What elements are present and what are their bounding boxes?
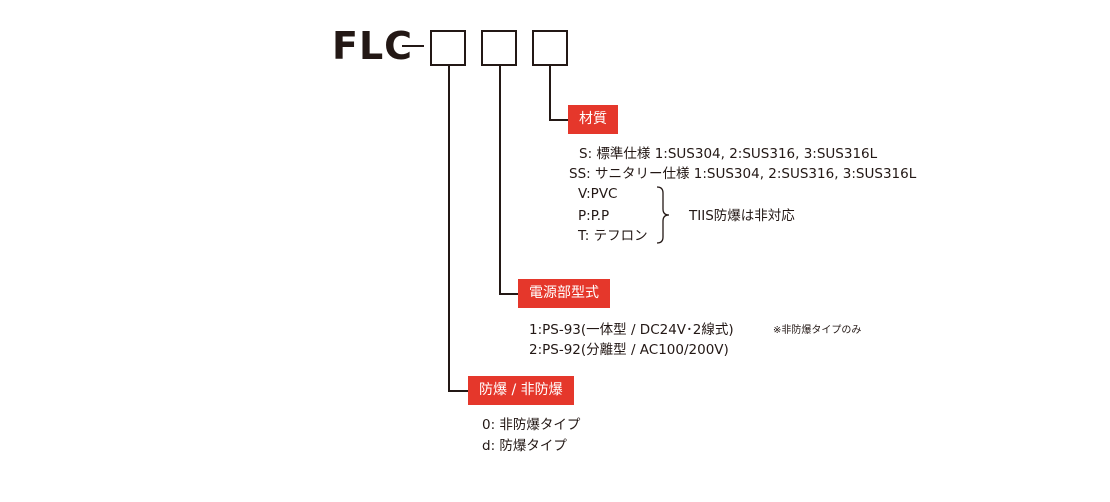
material-badge: 材質 [568,105,618,134]
connector-stub-3 [549,119,568,121]
brace-icon [656,186,670,244]
connector-stub-1 [448,390,468,392]
code-box-3 [532,30,568,66]
material-option-ss: SS: サニタリー仕様 1:SUS304, 2:SUS316, 3:SUS316… [569,166,917,182]
explosion-badge: 防爆 / 非防爆 [468,376,574,405]
power-badge: 電源部型式 [518,279,610,308]
power-option-1: 1:PS-93(一体型 / DC24V･2線式) [529,322,734,338]
connector-line-2 [499,66,501,293]
model-dash [402,45,424,47]
material-option-t: T: テフロン [578,228,648,244]
explosion-option-0: 0: 非防爆タイプ [482,417,581,433]
connector-line-3 [549,66,551,119]
power-note: ※非防爆タイプのみ [773,325,862,336]
material-option-v: V:PVC [578,186,618,202]
explosion-option-d: d: 防爆タイプ [482,438,567,454]
material-option-p: P:P.P [578,208,610,224]
code-box-2 [481,30,517,66]
connector-line-1 [448,66,450,390]
tiis-note: TIIS防爆は非対応 [689,208,795,224]
code-box-1 [430,30,466,66]
connector-stub-2 [499,293,518,295]
power-option-2: 2:PS-92(分離型 / AC100/200V) [529,342,729,358]
material-option-s: S: 標準仕様 1:SUS304, 2:SUS316, 3:SUS316L [579,146,878,162]
model-prefix: FLC [332,24,414,68]
